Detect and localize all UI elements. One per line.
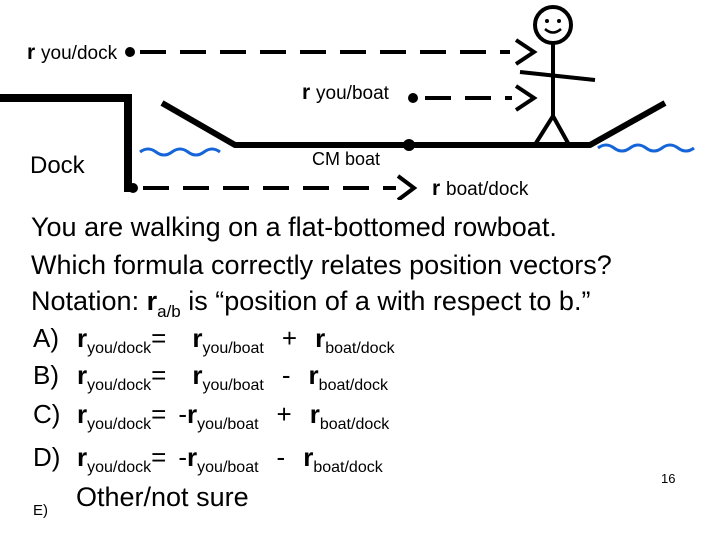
point-cm-boat: [403, 139, 415, 151]
arrowhead-you-boat: [514, 84, 538, 112]
question-line-2: Which formula correctly relates position…: [31, 250, 612, 280]
dock-label: Dock: [30, 152, 85, 179]
page-number: 16: [661, 471, 676, 486]
point-you-dock: [125, 47, 135, 57]
cm-boat-label: CM boat: [312, 149, 381, 169]
option-a[interactable]: A)ryou/dock=ryou/boat+rboat/dock: [33, 323, 395, 357]
water-left: [139, 147, 221, 157]
question-line-1: You are walking on a flat-bottomed rowbo…: [31, 212, 557, 242]
boat-dock-diagram: [0, 5, 695, 200]
person-figure: [519, 5, 596, 145]
label-r-boat-dock: r boat/dock: [432, 177, 529, 200]
notation-r: r: [146, 286, 158, 316]
water-right: [597, 143, 695, 153]
arrowhead-you-dock: [514, 38, 538, 66]
dock-outline: [0, 94, 132, 192]
notation-prefix: Notation:: [31, 286, 140, 316]
label-r-you-dock: r you/dock: [27, 41, 118, 64]
point-you-boat: [408, 93, 418, 103]
option-d[interactable]: D)ryou/dock=-ryou/boat-rboat/dock: [33, 442, 383, 476]
option-e-letter: E): [33, 502, 48, 519]
label-r-you-boat: r you/boat: [302, 81, 389, 104]
option-b[interactable]: B)ryou/dock=ryou/boat-rboat/dock: [33, 360, 389, 394]
notation-sub: a/b: [157, 302, 181, 321]
arrowhead-boat-dock: [396, 174, 418, 200]
notation-line: Notation: ra/b is “position of a with re…: [31, 286, 591, 321]
option-c[interactable]: C)ryou/dock=-ryou/boat+rboat/dock: [33, 399, 390, 433]
option-e[interactable]: Other/not sure: [76, 482, 249, 512]
point-boat-dock: [128, 183, 138, 193]
notation-suffix: is “position of a with respect to b.”: [188, 286, 591, 316]
boat-hull: [160, 100, 667, 148]
